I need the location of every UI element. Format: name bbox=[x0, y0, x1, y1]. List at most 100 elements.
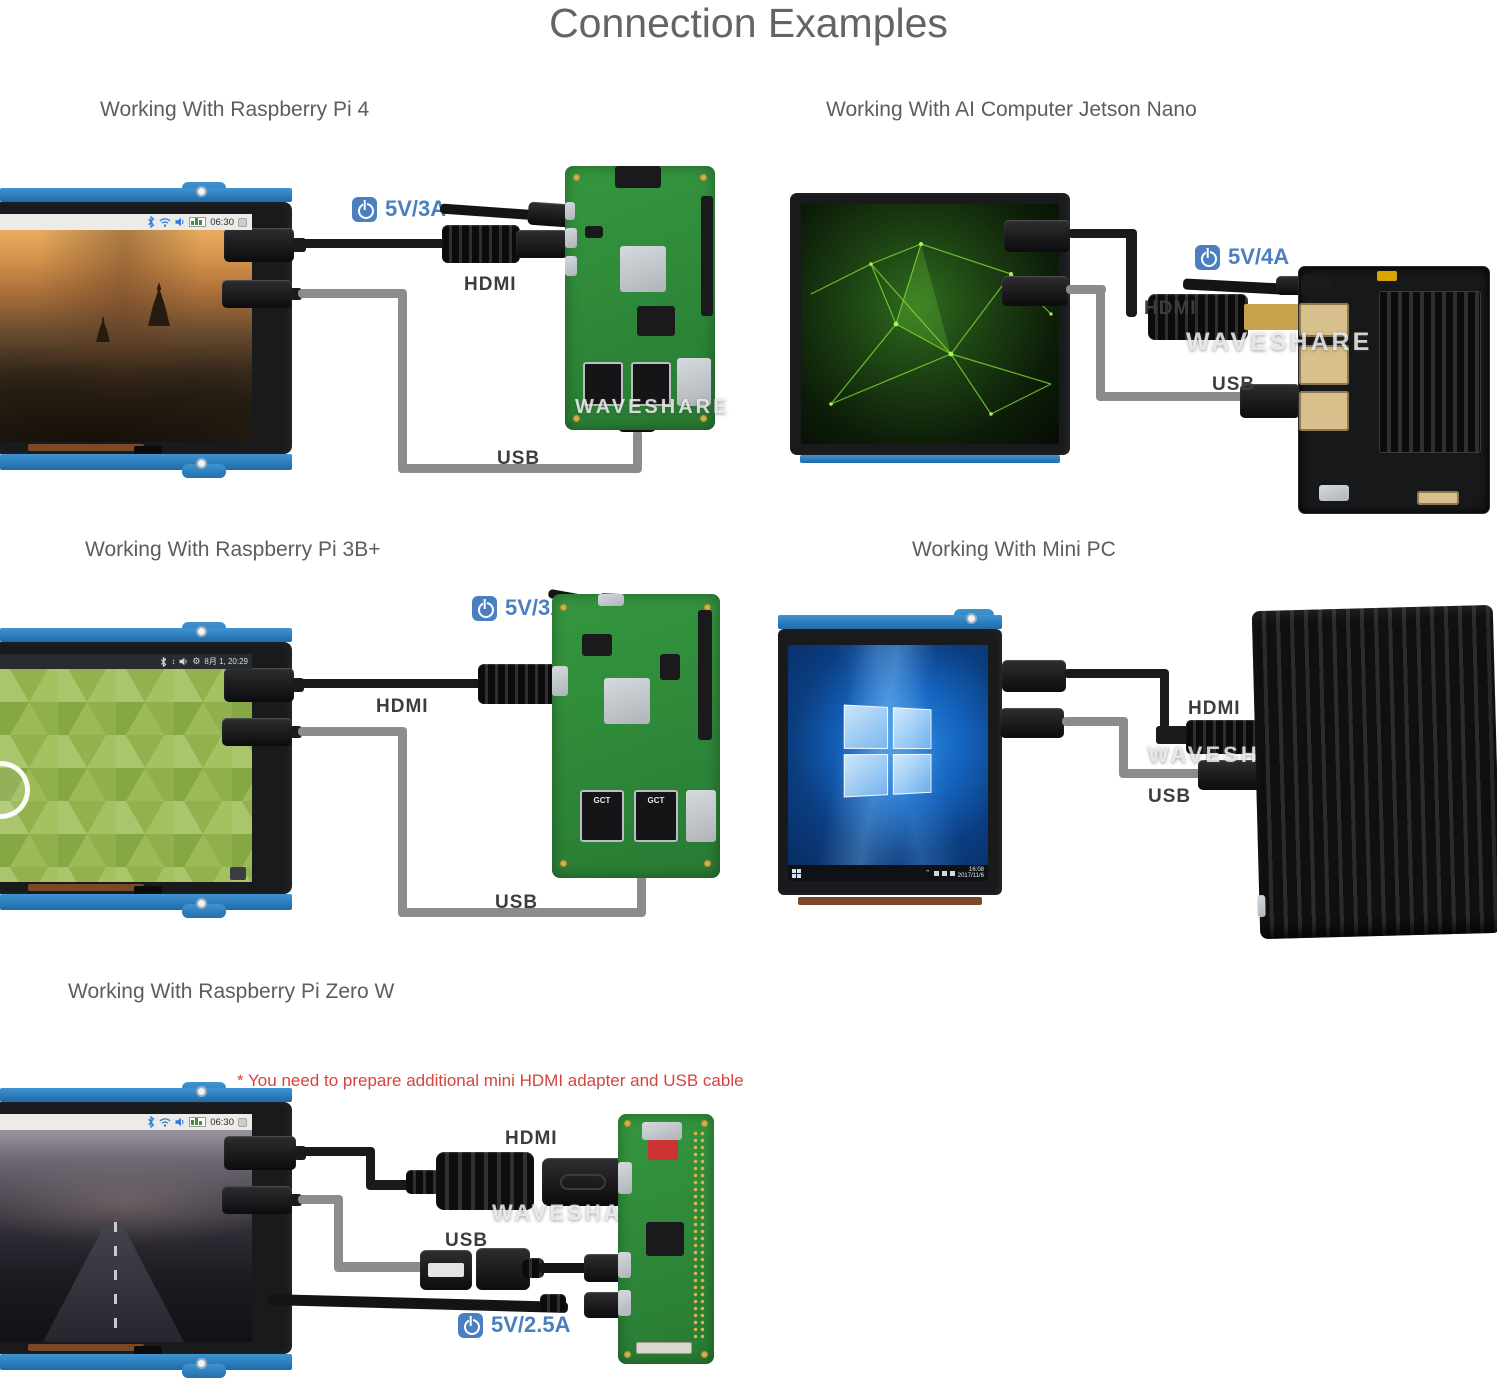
ram-chip bbox=[637, 306, 675, 336]
usb-cable bbox=[298, 289, 406, 298]
cable-neck bbox=[1156, 726, 1188, 744]
hdmi-label: HDMI bbox=[464, 274, 517, 295]
ethernet-port bbox=[677, 358, 711, 406]
mount-tab bbox=[182, 1364, 226, 1378]
wifi-icon bbox=[159, 1117, 171, 1127]
screw-icon bbox=[196, 626, 207, 637]
backlight-edge bbox=[28, 444, 144, 451]
usb-plug-display bbox=[1000, 708, 1064, 738]
hdmi-cable bbox=[302, 1147, 374, 1156]
port bbox=[1257, 894, 1266, 918]
system-tray: ⌃ 16:08 2017/11/6 bbox=[925, 867, 984, 879]
hdmi-cable bbox=[366, 1147, 375, 1189]
usb-port-stack bbox=[583, 362, 623, 406]
screw-icon bbox=[966, 613, 977, 624]
micro-hdmi-port bbox=[565, 256, 577, 276]
soc-chip bbox=[604, 678, 650, 724]
hdmi-plug-display bbox=[224, 668, 294, 702]
usb-a-female bbox=[420, 1250, 472, 1290]
usb-label: USB bbox=[1212, 374, 1256, 395]
micro-hdmi-port bbox=[565, 228, 577, 248]
hdmi-label: HDMI bbox=[1144, 298, 1197, 319]
hdmi-cable bbox=[1160, 669, 1169, 733]
power-icon bbox=[1195, 244, 1220, 270]
bluetooth-icon bbox=[160, 656, 167, 667]
usb-cable bbox=[398, 908, 646, 917]
lcd-display-pizero: 06:30 bbox=[0, 1082, 292, 1380]
mini-hdmi-adapter-female bbox=[542, 1158, 624, 1206]
soc-chip bbox=[646, 1222, 684, 1256]
barrel-jack bbox=[1301, 275, 1331, 295]
power-cable bbox=[439, 203, 541, 221]
usb-port-stack: GCT bbox=[634, 790, 678, 842]
cpu-monitor bbox=[189, 1117, 207, 1127]
status-bar: ↕ ⚙ 8月 1, 20:29 bbox=[0, 654, 252, 669]
micro-usb-power-port bbox=[598, 594, 624, 606]
volume-icon bbox=[179, 657, 188, 666]
tray-icon bbox=[238, 1117, 247, 1127]
tray-icon bbox=[238, 217, 247, 227]
road bbox=[43, 1222, 184, 1342]
hdmi-cable bbox=[300, 679, 484, 688]
chip bbox=[585, 226, 603, 238]
hdmi-port bbox=[552, 666, 568, 696]
bluetooth-icon bbox=[147, 215, 155, 229]
section-title-pi4: Working With Raspberry Pi 4 bbox=[100, 98, 370, 121]
usb-socket-slot bbox=[428, 1263, 464, 1277]
display-screen-sunset: 06:30 bbox=[0, 214, 252, 442]
hdmi-plug-male bbox=[1186, 720, 1264, 754]
micro-usb-plug bbox=[584, 1292, 624, 1318]
pcb-strip-bottom bbox=[0, 454, 292, 470]
usb-cable bbox=[1096, 392, 1248, 401]
raspberry-pi3b-board: GCT GCT bbox=[552, 594, 720, 878]
micro-usb-port bbox=[618, 1290, 631, 1316]
watermark-text: WAVESHARE bbox=[575, 396, 730, 418]
usb-plug-a bbox=[1198, 760, 1266, 790]
usb-label: USB bbox=[445, 1230, 489, 1251]
pcb-strip-top bbox=[0, 628, 292, 642]
usb-plug-a bbox=[1240, 384, 1300, 418]
wallpaper-raspbian bbox=[0, 669, 252, 882]
power-spec: 5V/2.5A bbox=[458, 1312, 571, 1338]
power-spec-text: 5V/3A bbox=[385, 196, 447, 221]
power-spec-text: 5V/4A bbox=[1228, 244, 1290, 269]
usb-cable bbox=[398, 727, 407, 917]
section-title-jetson: Working With AI Computer Jetson Nano bbox=[826, 98, 1197, 121]
section-title-minipc: Working With Mini PC bbox=[912, 538, 1116, 561]
taskbar-clock: 16:08 2017/11/6 bbox=[958, 867, 984, 879]
temple-silhouette bbox=[148, 282, 170, 326]
hdmi-label: HDMI bbox=[1188, 698, 1241, 719]
page-title: Connection Examples bbox=[549, 0, 948, 46]
status-bar: 06:30 bbox=[0, 214, 252, 230]
usb-cable bbox=[633, 430, 642, 470]
tray-icon bbox=[949, 870, 955, 876]
usb-c-port bbox=[565, 202, 575, 220]
usb-port-stack bbox=[631, 362, 671, 406]
windows-taskbar: ⌃ 16:08 2017/11/6 bbox=[788, 865, 988, 881]
hdmi-plug-male bbox=[436, 1152, 534, 1210]
clock-text: 06:30 bbox=[210, 1116, 234, 1128]
plexus-graphic bbox=[810, 242, 1053, 416]
usb-a-male bbox=[476, 1248, 530, 1290]
power-icon bbox=[458, 1312, 483, 1338]
micro-usb-plug bbox=[584, 1254, 624, 1282]
pcb-strip-bottom bbox=[0, 894, 292, 910]
usb-port-stack: GCT bbox=[580, 790, 624, 842]
usb-cable bbox=[1066, 285, 1106, 294]
sd-card bbox=[648, 1140, 678, 1160]
hdmi-cable bbox=[1068, 229, 1134, 238]
start-icon bbox=[792, 868, 801, 878]
mini-pc bbox=[1251, 604, 1497, 940]
mount-hole bbox=[560, 860, 567, 867]
hdmi-plug-male bbox=[1148, 294, 1248, 340]
micro-usb-port bbox=[618, 1252, 631, 1278]
usb-label: USB bbox=[1148, 786, 1192, 807]
mount-hole bbox=[701, 1351, 708, 1358]
mount-hole bbox=[700, 415, 707, 422]
cable-strain-relief bbox=[540, 1294, 566, 1312]
raspberry-pi4-board bbox=[565, 166, 715, 430]
usb-cable bbox=[1062, 717, 1128, 726]
soc-chip bbox=[620, 246, 666, 292]
taskbar-time: 16:08 bbox=[968, 867, 984, 873]
